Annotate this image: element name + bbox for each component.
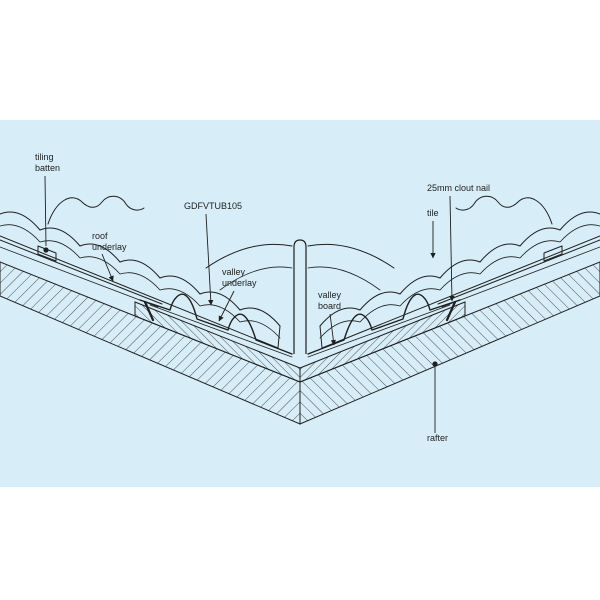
leader-valley-underlay [218,290,235,322]
label-rafter: rafter [427,433,448,443]
tile-profile-top [0,211,281,327]
label-valley-board-line2: board [318,301,341,311]
leader-product-code [205,213,214,306]
tile-underside [0,235,279,349]
leader-dot-tiling-batten [43,247,49,253]
roof-underlay-line-2 [0,246,159,308]
roof-underlay-line [0,239,163,305]
label-roof-underlay: roof [92,231,108,241]
label-tile: tile [427,208,439,218]
label-tiling-batten-line2: batten [35,163,60,173]
valley-unit-profile [139,293,293,355]
leader-dot-rafter [432,361,438,367]
tile-end-profile [47,195,145,225]
valley-tile-course-2 [219,266,293,291]
annotations: tiling batten roof underlay GDFVTUB105 v… [35,152,490,443]
leader-tiling-batten [44,175,47,247]
tile-cut-edge [277,325,281,349]
valley-underlay-line [149,304,293,358]
label-valley-underlay-line2: underlay [222,278,257,288]
leader-valley-board [329,313,337,346]
label-product-code: GDFVTUB105 [184,201,242,211]
clout-nail [143,300,155,322]
label-tiling-batten: tiling [35,152,54,162]
label-valley-board: valley [318,290,342,300]
left-roof-assembly [0,195,301,425]
leader-clout-nail [449,195,455,302]
leader-roof-underlay [101,253,114,282]
valley-tile-course-1 [205,243,293,269]
label-clout-nail: 25mm clout nail [427,183,490,193]
label-valley-underlay: valley [222,267,246,277]
label-roof-underlay-line2: underlay [92,242,127,252]
valley-unit-central-rib [293,239,307,354]
tile-profile-mid [0,224,281,339]
